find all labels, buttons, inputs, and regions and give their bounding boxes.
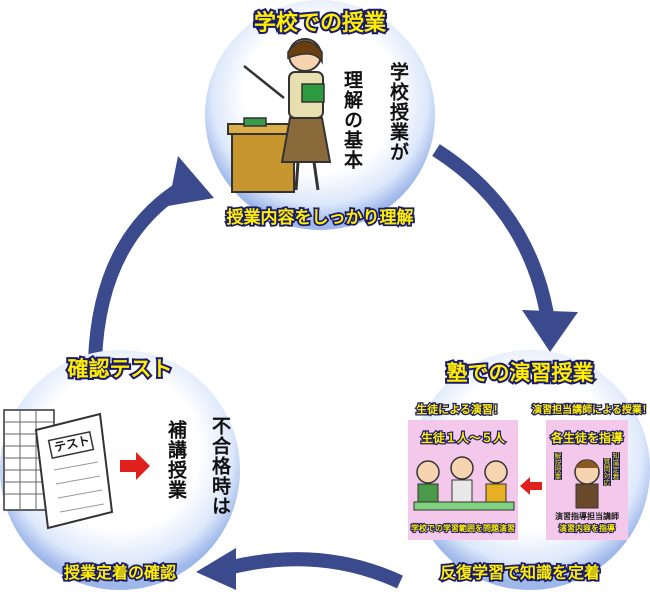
students-panel [408, 420, 518, 540]
arrow-top-to-right [432, 144, 555, 322]
red-arrow-icon [520, 477, 542, 495]
left-title: 確認テスト [68, 357, 173, 381]
arrowhead-top [168, 156, 214, 206]
instructor-badge-3: 質問対応 [603, 458, 611, 486]
students-caption: 学校での学習範囲を問題演習 [411, 523, 515, 533]
right-subtitle: 反復学習で知識を定着 [440, 563, 600, 582]
students-header: 生徒による演習！ [416, 402, 504, 416]
instructor-badge-2: 解説授業 [554, 452, 562, 480]
teacher-figure-icon [243, 38, 332, 191]
top-vertical-text-2: 理解の基本 [341, 70, 363, 170]
students-count-label: 生徒１人～５人 [421, 430, 506, 445]
left-vertical-text-1: 不合格時は [209, 416, 231, 516]
top-subtitle: 授業内容をしっかり理解 [227, 207, 414, 228]
arrowhead-right [522, 310, 578, 352]
instructor-caption-role: 演習指導担当講師 [555, 511, 619, 521]
instructor-label: 各生徒を指導 [550, 430, 623, 445]
top-vertical-text-1: 学校授業が [387, 62, 409, 162]
instructor-badge-1: 知識定着 [612, 452, 620, 480]
left-subtitle: 授業定着の確認 [64, 563, 176, 582]
test-paper-icon [3, 409, 114, 530]
arrow-right-to-left [226, 552, 403, 589]
top-title: 学校での授業 [254, 10, 387, 36]
arrow-left-to-top [88, 173, 199, 361]
instructor-caption-task: 演習内容を指導 [559, 523, 615, 533]
red-arrow-icon-left [120, 452, 150, 480]
left-vertical-text-2: 補講授業 [165, 420, 187, 500]
instructor-header: 演習担当講師による授業！ [532, 403, 650, 416]
arrowhead-left [196, 548, 236, 590]
instructor-panel [546, 420, 628, 540]
right-title: 塾での演習授業 [447, 361, 595, 385]
